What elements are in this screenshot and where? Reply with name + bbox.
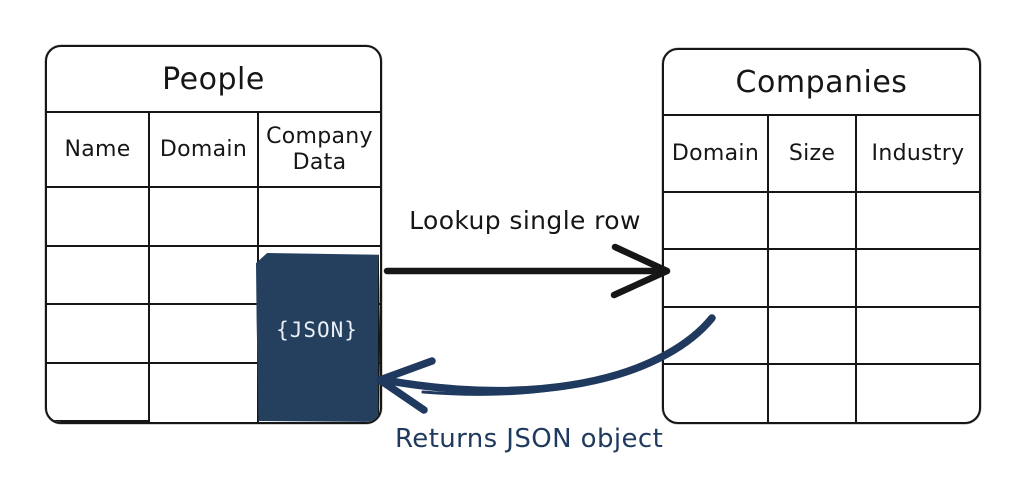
table-cell bbox=[857, 193, 979, 251]
table-cell bbox=[664, 364, 769, 422]
table-cell bbox=[47, 363, 150, 422]
companies-header-size: Size bbox=[769, 116, 857, 193]
table-cell bbox=[857, 365, 979, 422]
table-cell bbox=[857, 250, 979, 308]
people-table-grid: Name Domain Company Data {JSON} bbox=[47, 113, 380, 422]
table-cell bbox=[664, 307, 769, 365]
table-cell bbox=[857, 308, 979, 365]
companies-header-domain: Domain bbox=[664, 116, 769, 193]
people-header-name: Name bbox=[47, 113, 150, 188]
returns-arrow-label: Returns JSON object bbox=[395, 424, 664, 454]
returns-arrow-icon bbox=[376, 314, 716, 414]
table-cell bbox=[664, 250, 769, 308]
table-cell bbox=[769, 250, 857, 308]
people-header-company-data: Company Data bbox=[259, 113, 380, 188]
json-cell-label: {JSON} bbox=[276, 317, 358, 342]
lookup-arrow-label: Lookup single row bbox=[409, 206, 641, 235]
companies-table: Companies Domain Size Industry bbox=[662, 48, 981, 424]
table-cell bbox=[259, 188, 380, 247]
table-cell bbox=[47, 246, 150, 305]
table-cell bbox=[47, 305, 150, 364]
table-cell bbox=[47, 188, 150, 247]
people-header-domain: Domain bbox=[150, 113, 259, 188]
table-cell bbox=[769, 193, 857, 251]
table-cell bbox=[769, 307, 857, 365]
companies-header-industry: Industry bbox=[857, 116, 979, 193]
table-cell bbox=[150, 246, 259, 305]
table-cell bbox=[150, 188, 259, 247]
companies-table-grid: Domain Size Industry bbox=[664, 116, 979, 422]
table-cell bbox=[769, 364, 857, 422]
lookup-arrow-icon bbox=[383, 243, 671, 299]
people-table: People Name Domain Company Data {JSON} bbox=[45, 45, 382, 424]
table-cell bbox=[150, 363, 259, 422]
table-cell bbox=[150, 305, 259, 364]
json-cell-highlight: {JSON} bbox=[256, 253, 380, 422]
people-table-title: People bbox=[47, 47, 380, 113]
table-cell bbox=[664, 193, 769, 251]
companies-table-title: Companies bbox=[664, 50, 979, 116]
